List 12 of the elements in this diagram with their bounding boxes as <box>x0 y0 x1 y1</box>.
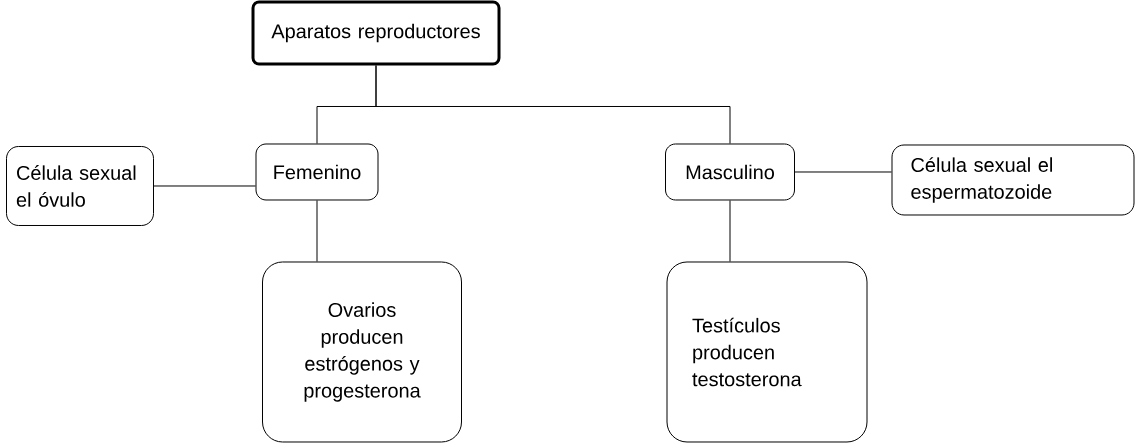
connector-line <box>794 171 892 173</box>
connector-line <box>375 65 731 144</box>
connector-line <box>153 185 256 187</box>
process-box: Célula sexual el espermatozoide <box>891 144 1135 216</box>
process-box: Ovarios producen estrógenos y progesterona <box>262 261 462 443</box>
process-box: Testículos producen testosterona <box>666 261 868 443</box>
process-box: Femenino <box>255 143 379 201</box>
connector-line <box>729 200 731 262</box>
connector-line <box>316 200 318 262</box>
process-box: Masculino <box>665 143 795 201</box>
process-box: Aparatos reproductores <box>251 0 501 66</box>
process-box: Célula sexual el óvulo <box>6 146 154 226</box>
